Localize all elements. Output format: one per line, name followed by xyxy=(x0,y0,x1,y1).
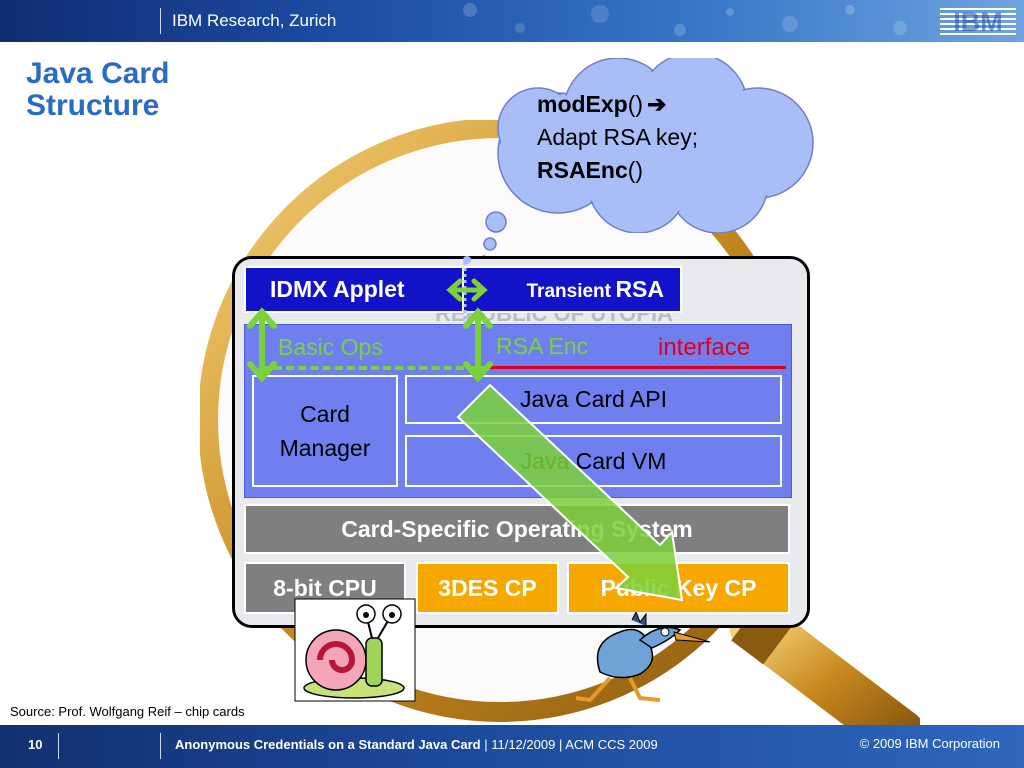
card-manager-line1: Card xyxy=(300,401,350,427)
interface-line xyxy=(488,366,786,369)
footer-sep-a: | xyxy=(484,737,488,752)
footer-sep-b: | xyxy=(558,737,563,752)
card-manager-line2: Manager xyxy=(279,435,371,461)
footer-venue: ACM CCS 2009 xyxy=(565,737,658,752)
rsa-enc-call-parens: () xyxy=(627,157,644,183)
snail-cartoon-icon xyxy=(294,598,416,702)
vertical-double-arrow-right-icon xyxy=(463,307,493,383)
dashed-interface-line xyxy=(262,366,488,370)
roadrunner-cartoon-icon xyxy=(575,612,711,703)
ibm-logo: IBM xyxy=(940,7,1016,36)
footer-date: 11/12/2009 xyxy=(491,737,556,752)
footer-bar xyxy=(0,725,1024,768)
idmx-applet-box: IDMX Applet xyxy=(244,266,464,313)
source-note: Source: Prof. Wolfgang Reif – chip cards xyxy=(10,704,245,719)
header-title: IBM Research, Zurich xyxy=(172,11,337,30)
slide-title-line2: Structure xyxy=(26,89,160,122)
diagonal-big-arrow-icon xyxy=(456,383,684,602)
page-number: 10 xyxy=(28,737,43,752)
header-separator xyxy=(160,8,161,34)
mod-exp-label: modExp xyxy=(537,91,628,117)
rsa-label: RSA xyxy=(615,276,664,302)
mod-exp-parens: () xyxy=(627,91,644,117)
footer-separator-1 xyxy=(58,733,59,759)
cloud-line-3: RSAEnc() xyxy=(537,154,782,187)
footer-separator-2 xyxy=(160,733,161,759)
3des-cp-box: 3DES CP xyxy=(416,562,559,614)
interface-label: interface xyxy=(658,334,751,361)
vertical-double-arrow-left-icon xyxy=(247,307,277,383)
talk-title: Anonymous Credentials on a Standard Java… xyxy=(175,737,481,752)
transient-label: Transient xyxy=(526,281,611,302)
rsa-enc-call-label: RSAEnc xyxy=(537,157,628,183)
slide-title: Java Card Structure xyxy=(26,58,226,122)
header-bubble-decoration xyxy=(463,3,907,36)
transient-rsa-box: Transient RSA xyxy=(462,266,682,313)
ibm-logo-text: IBM xyxy=(953,7,1003,36)
header-bar xyxy=(0,0,1024,42)
footer-info: Anonymous Credentials on a Standard Java… xyxy=(175,737,658,752)
right-arrow-icon: ➔ xyxy=(647,91,667,117)
cloud-text: modExp()➔ Adapt RSA key; RSAEnc() xyxy=(537,88,782,187)
connector-dot-icon xyxy=(463,256,471,264)
slide-title-line1: Java Card xyxy=(26,57,170,90)
rsa-enc-label: RSA Enc xyxy=(496,333,589,359)
card-manager-box: Card Manager xyxy=(252,375,398,487)
basic-ops-label: Basic Ops xyxy=(278,334,383,360)
copyright: © 2009 IBM Corporation xyxy=(859,736,1000,751)
cloud-line-1: modExp()➔ xyxy=(537,88,782,121)
horizontal-double-arrow-icon xyxy=(446,278,488,302)
cloud-line-2: Adapt RSA key; xyxy=(537,124,699,150)
thought-cloud xyxy=(497,58,814,233)
